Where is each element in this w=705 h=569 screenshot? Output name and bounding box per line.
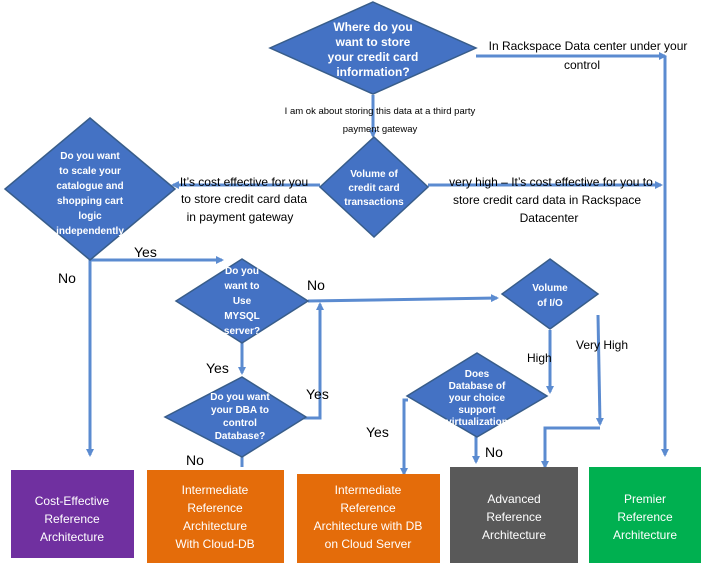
decision-text: want to store — [335, 35, 411, 49]
decision-text: credit card — [348, 183, 399, 194]
box-text: Reference — [486, 510, 542, 524]
decision-text: information? — [336, 65, 409, 79]
decision-text: virtualization — [446, 417, 508, 428]
box-text: Architecture — [482, 528, 546, 542]
box-intermediate-cloud-server: Intermediate Reference Architecture with… — [297, 474, 440, 563]
edge-io-very-high — [595, 314, 604, 426]
decision-text: server? — [224, 326, 260, 337]
box-text: Advanced — [487, 492, 540, 506]
box-text: Architecture — [183, 519, 247, 533]
box-text: Architecture — [40, 530, 104, 544]
box-advanced: Advanced Reference Architecture — [450, 467, 578, 563]
box-cost-effective: Cost-Effective Reference Architecture — [11, 470, 134, 558]
label-third-party: I am ok about storing this data at a thi… — [285, 106, 476, 117]
label-no-dba: No — [186, 452, 204, 468]
box-text: Architecture — [613, 528, 677, 542]
decision-text: control — [223, 418, 257, 429]
decision-volume-io: Volume of I/O — [500, 258, 600, 330]
decision-text: Volume of — [350, 169, 398, 180]
box-text: on Cloud Server — [325, 537, 412, 551]
box-text: Intermediate — [182, 483, 249, 497]
decision-text: shopping cart — [57, 196, 124, 207]
label-yes-mysql: Yes — [206, 360, 229, 376]
decision-dba-control: Do you want your DBA to control Database… — [163, 376, 308, 458]
decision-text: independently — [56, 226, 124, 237]
decision-text: your choice — [449, 393, 506, 404]
edge-dba-yes — [300, 302, 324, 420]
box-text: Intermediate — [335, 483, 402, 497]
decision-use-mysql: Do you want to Use MYSQL server? — [174, 258, 310, 344]
decision-scale-catalogue: Do you want to scale your catalogue and … — [3, 117, 177, 261]
edge-virt-yes — [400, 398, 408, 476]
decision-text: logic — [78, 211, 102, 222]
decision-volume-transactions: Volume of credit card transactions — [318, 135, 430, 239]
label-very-high-io: Very High — [576, 338, 628, 352]
label-yes-virt: Yes — [366, 424, 389, 440]
decision-text: your DBA to — [211, 405, 269, 416]
decision-virtualization: Does Database of your choice support vir… — [405, 352, 549, 438]
box-text: Architecture with DB — [314, 519, 423, 533]
label-very-high-rackspace: store credit card data in Rackspace — [453, 193, 641, 207]
decision-text: Database? — [215, 431, 266, 442]
label-cost-effective-gateway: in payment gateway — [187, 210, 294, 224]
box-text: Cost-Effective — [35, 494, 110, 508]
decision-text: Do you want — [60, 151, 120, 162]
decision-text: your credit card — [328, 50, 419, 64]
box-intermediate-cloud-db: Intermediate Reference Architecture With… — [147, 470, 284, 563]
decision-text: Do you — [225, 266, 259, 277]
box-premier: Premier Reference Architecture — [589, 467, 701, 563]
decision-text: Do you want — [210, 392, 270, 403]
decision-text: to scale your — [59, 166, 121, 177]
decision-store-where: Where do you want to store your credit c… — [268, 1, 478, 95]
label-no-virt: No — [485, 444, 503, 460]
edge-mysql-no — [307, 294, 499, 303]
label-yes-scale: Yes — [134, 244, 157, 260]
decision-text: MYSQL — [224, 311, 260, 322]
box-text: Reference — [617, 510, 673, 524]
box-text: With Cloud-DB — [175, 537, 254, 551]
label-third-party: payment gateway — [343, 124, 418, 135]
edge-labels: In Rackspace Data center under your cont… — [58, 39, 687, 468]
label-yes-dba: Yes — [306, 386, 329, 402]
edge-to-advanced — [541, 426, 600, 469]
decision-text: support — [458, 405, 496, 416]
label-high-io: High — [527, 351, 552, 365]
label-no-scale: No — [58, 270, 76, 286]
decision-text: transactions — [344, 197, 404, 208]
decision-text: of I/O — [537, 298, 563, 309]
edges — [86, 52, 669, 476]
decision-text: want to — [224, 281, 260, 292]
label-no-mysql: No — [307, 277, 325, 293]
label-cost-effective-gateway: to store credit card data — [181, 192, 307, 206]
decision-text: Where do you — [333, 20, 412, 34]
decision-text: Use — [233, 296, 252, 307]
decision-text: Volume — [532, 283, 568, 294]
label-cost-effective-gateway: It’s cost effective for you — [180, 175, 308, 189]
label-rackspace-control: control — [564, 58, 600, 72]
label-very-high-rackspace: Datacenter — [520, 211, 579, 225]
decision-text: catalogue and — [56, 181, 123, 192]
label-rackspace-control: In Rackspace Data center under your — [489, 39, 688, 53]
label-very-high-rackspace: very high – It’s cost effective for you … — [449, 175, 653, 189]
decision-text: Database of — [449, 381, 506, 392]
box-text: Reference — [340, 501, 396, 515]
box-text: Reference — [187, 501, 243, 515]
decision-text: Does — [465, 369, 490, 380]
box-text: Reference — [44, 512, 100, 526]
box-text: Premier — [624, 492, 666, 506]
